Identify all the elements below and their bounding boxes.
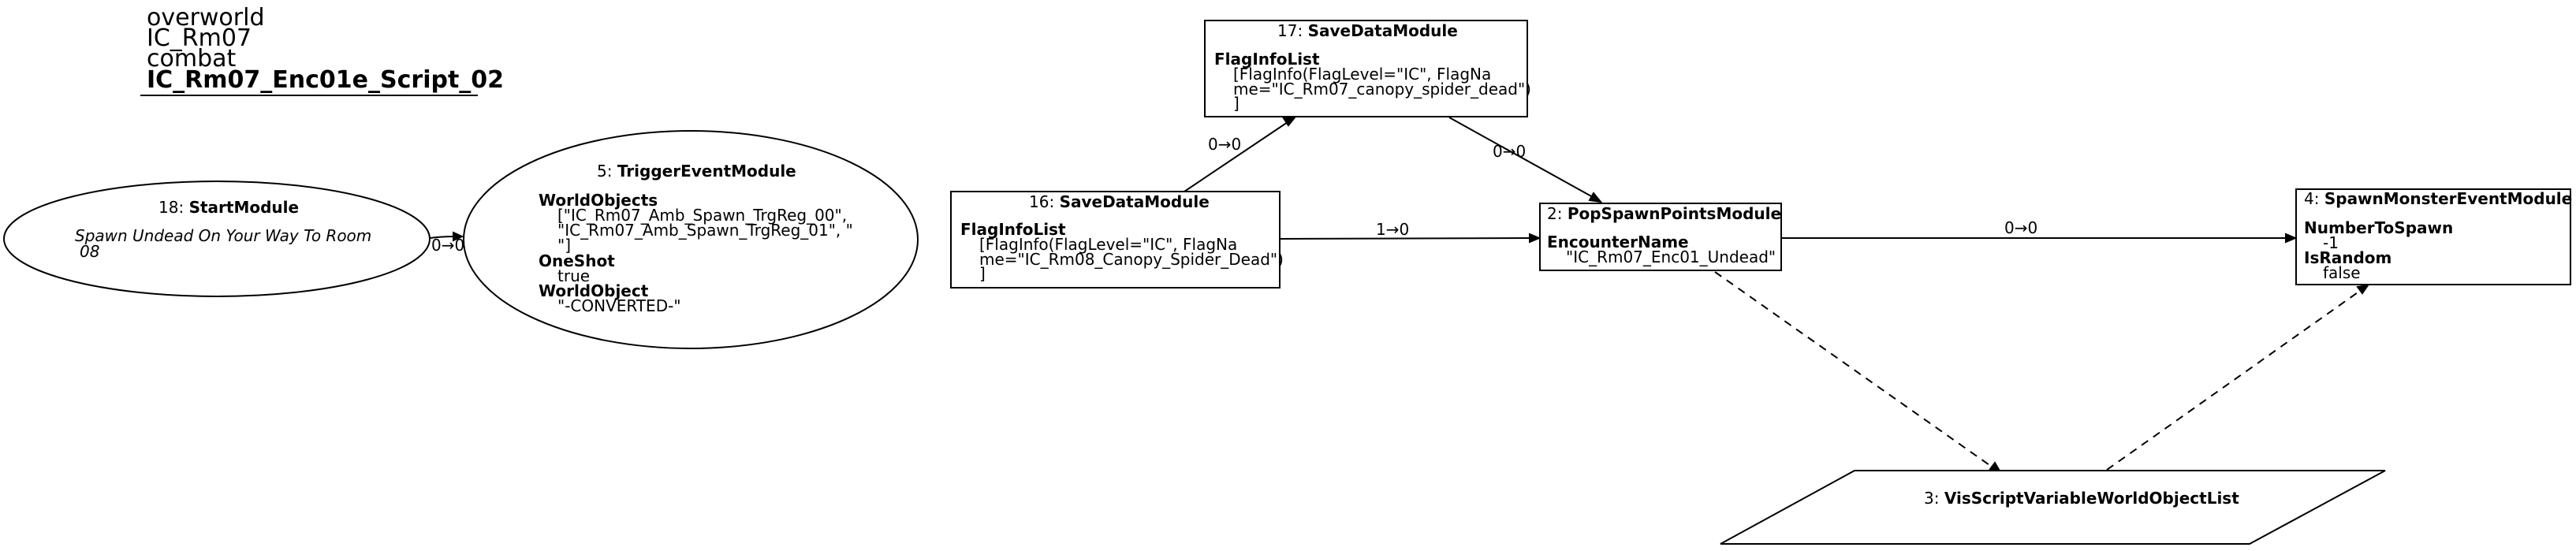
param-value: me="IC_Rm07_canopy_spider_dead") (1233, 80, 1531, 99)
param-value: [FlagInfo(FlagLevel="IC", FlagNa (979, 235, 1237, 254)
node-id: 4 (2304, 189, 2314, 208)
edge-line (1714, 271, 1993, 467)
param-value: true (557, 266, 590, 285)
node-shape (463, 130, 919, 349)
param-value: "-CONVERTED-" (557, 296, 681, 315)
edge-2-to-4: 0→0 (1781, 218, 2298, 244)
param-value: false (2323, 263, 2361, 282)
node-module-name: VisScriptVariableWorldObjectList (1944, 489, 2239, 508)
edge-3-to-4-dashed (2106, 284, 2370, 471)
edge-arrowhead (453, 231, 464, 242)
node-title: 5: TriggerEventModule (597, 162, 796, 181)
param-name: WorldObject (539, 281, 649, 300)
node-shape (3, 181, 431, 297)
node-shape (1720, 470, 2386, 545)
edge-2-to-3-dashed (1714, 271, 2003, 474)
edge-label: 1→0 (1376, 220, 1409, 239)
node-id-separator: : (1297, 21, 1307, 40)
node-id-separator: : (2314, 189, 2324, 208)
node-id-separator: : (607, 162, 617, 181)
node-id: 2 (1547, 204, 1557, 223)
edge-label: 0→0 (1208, 135, 1241, 154)
param-value: "IC_Rm07_Amb_Spawn_TrgReg_01", " (557, 221, 853, 240)
node-2-pop-spawn-points-module[interactable]: 2: PopSpawnPointsModule EncounterName "I… (1539, 203, 1782, 271)
node-id: 5 (597, 162, 607, 181)
header-line-overworld: overworld (147, 4, 265, 32)
edge-line (1448, 117, 1594, 198)
edge-arrowhead (1282, 116, 1297, 127)
edge-17-to-2: 0→0 (1448, 117, 1603, 203)
node-module-name: SaveDataModule (1060, 192, 1210, 211)
param-name: FlagInfoList (1214, 50, 1320, 69)
edge-16-to-2: 1→0 (1278, 220, 1541, 244)
node-id-separator: : (1557, 204, 1568, 223)
edge-line (1184, 121, 1288, 192)
node-4-spawn-monster-event-module[interactable]: 4: SpawnMonsterEventModule NumberToSpawn… (2295, 188, 2572, 285)
node-5-trigger-event-module[interactable]: 5: TriggerEventModule WorldObjects ["IC_… (463, 130, 919, 349)
node-title: 17: SaveDataModule (1277, 21, 1458, 40)
edge-label: 0→0 (431, 236, 464, 255)
param-name: IsRandom (2304, 248, 2391, 267)
param-value: "] (557, 236, 571, 255)
node-description-cont: 08 (80, 242, 99, 261)
edge-18-to-5: 0→0 (429, 231, 464, 255)
node-3-vis-script-variable-world-object-list[interactable]: 3: VisScriptVariableWorldObjectList (1720, 470, 2386, 545)
param-name: FlagInfoList (960, 220, 1066, 239)
param-name: OneShot (539, 251, 615, 270)
param-value: [FlagInfo(FlagLevel="IC", FlagNa (1233, 65, 1491, 84)
edge-label: 0→0 (2004, 218, 2037, 237)
param-value: me="IC_Rm08_Canopy_Spider_Dead") (979, 250, 1284, 269)
node-18-start-module[interactable]: 18: StartModule Spawn Undead On Your Way… (3, 181, 431, 297)
node-id-separator: : (1049, 192, 1059, 211)
node-title: 18: StartModule (158, 198, 299, 217)
graph-header: overworld IC_Rm07 combat IC_Rm07_Enc01e_… (140, 4, 504, 96)
node-17-save-data-module[interactable]: 17: SaveDataModule FlagInfoList [FlagInf… (1204, 20, 1531, 117)
param-value: ["IC_Rm07_Amb_Spawn_TrgReg_00", (557, 206, 847, 225)
node-shape (1539, 203, 1782, 271)
node-shape (1204, 20, 1528, 117)
node-id: 17 (1277, 21, 1297, 40)
param-name: EncounterName (1547, 233, 1689, 251)
node-title: 2: PopSpawnPointsModule (1547, 204, 1781, 223)
node-title: 3: VisScriptVariableWorldObjectList (1924, 489, 2239, 508)
node-module-name: SpawnMonsterEventModule (2324, 189, 2572, 208)
node-module-name: TriggerEventModule (617, 162, 796, 181)
edge-arrowhead (2356, 284, 2370, 295)
node-id-separator: : (178, 198, 188, 217)
node-title: 4: SpawnMonsterEventModule (2304, 189, 2572, 208)
edge-arrowhead (2285, 233, 2298, 244)
node-description: Spawn Undead On Your Way To Room (75, 226, 371, 245)
node-shape (2295, 188, 2571, 285)
edge-arrowhead (1588, 192, 1603, 203)
edge-arrowhead (1529, 233, 1541, 244)
node-id-separator: : (1934, 489, 1944, 508)
header-script-name: IC_Rm07_Enc01e_Script_02 (147, 66, 504, 94)
edge-line (2106, 290, 2361, 471)
node-module-name: SaveDataModule (1308, 21, 1458, 40)
param-value: ] (979, 264, 986, 283)
node-16-save-data-module[interactable]: 16: SaveDataModule FlagInfoList [FlagInf… (950, 191, 1284, 289)
header-line-combat: combat (147, 45, 236, 73)
header-line-room: IC_Rm07 (147, 24, 252, 52)
node-module-name: StartModule (189, 198, 300, 217)
edge-label: 0→0 (1493, 142, 1526, 161)
param-name: NumberToSpawn (2304, 218, 2453, 237)
param-name: WorldObjects (539, 191, 658, 210)
param-value: -1 (2323, 233, 2339, 252)
node-id: 3 (1924, 489, 1934, 508)
node-module-name: PopSpawnPointsModule (1568, 204, 1781, 223)
node-shape (950, 191, 1281, 289)
param-value: "IC_Rm07_Enc01_Undead" (1566, 248, 1776, 266)
node-title: 16: SaveDataModule (1029, 192, 1210, 211)
node-id: 16 (1029, 192, 1049, 211)
edge-16-to-17: 0→0 (1184, 116, 1297, 192)
node-id: 18 (158, 198, 178, 217)
param-value: ] (1233, 94, 1240, 113)
edge-line (1278, 237, 1531, 240)
